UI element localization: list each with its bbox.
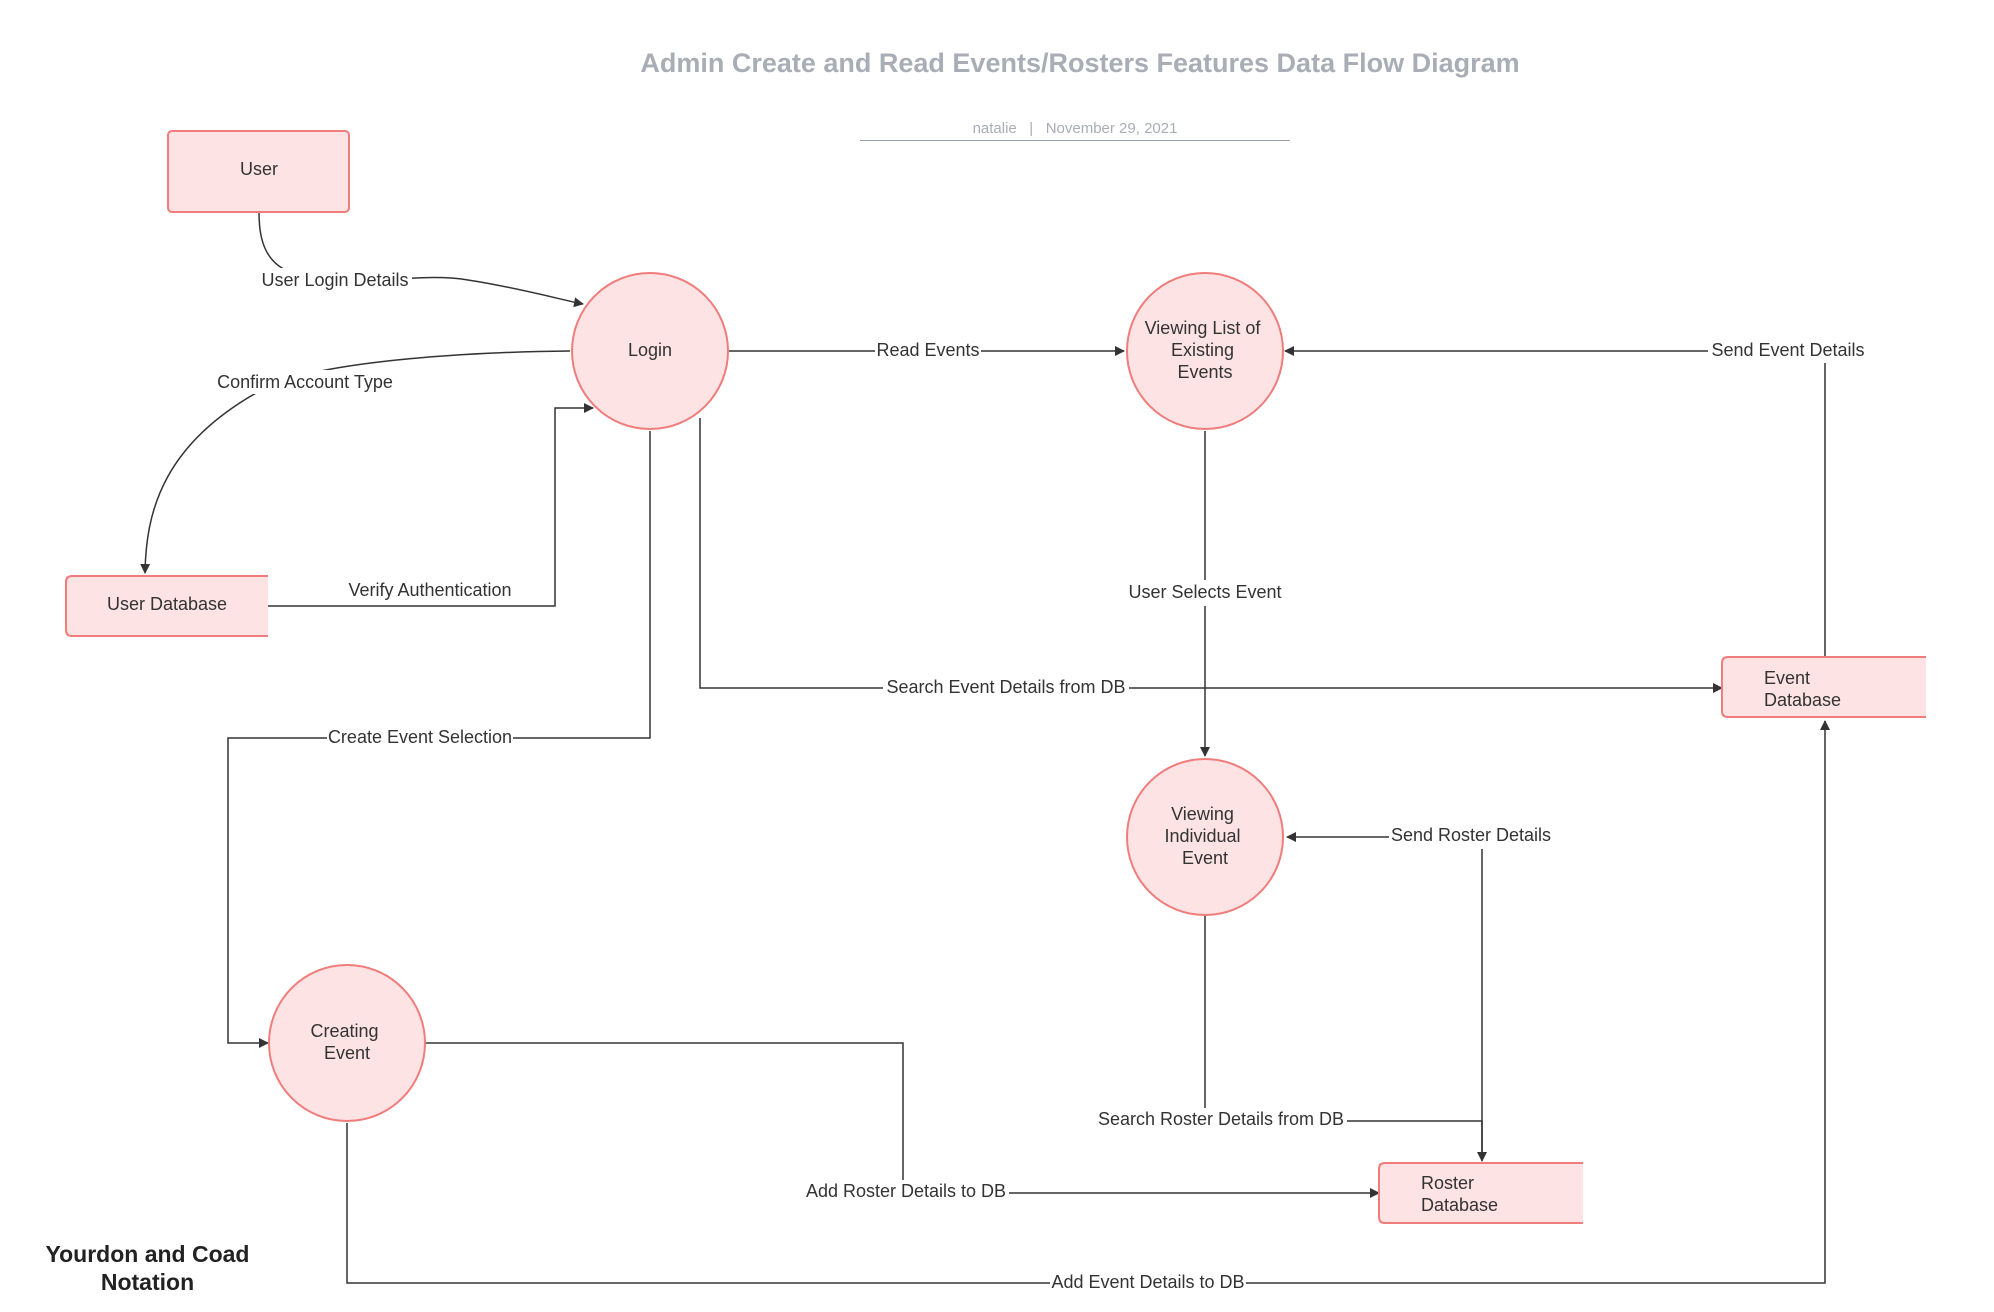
diagram-byline: natalie | November 29, 2021 (860, 120, 1290, 137)
datastore-event-database: Event Database (1721, 656, 1926, 718)
flow-label-send-event-details: Send Event Details (1711, 340, 1864, 360)
process-viewing-list-line-3: Events (1177, 362, 1232, 382)
svg-text:Viewing Individual: Viewing Individual Event (1164, 804, 1245, 868)
datastore-roster-database-line-1: Roster (1421, 1173, 1474, 1193)
notation-label: Yourdon and Coad Notation (45, 1241, 250, 1295)
flow-label-send-roster-details: Send Roster Details (1391, 825, 1551, 845)
flow-label-add-event-details: Add Event Details to DB (1051, 1272, 1244, 1292)
process-login: Login (571, 272, 729, 430)
process-creating-event-line-1: Creating (310, 1021, 378, 1041)
datastore-roster-database: Roster Database (1378, 1162, 1583, 1224)
flow-line-add-roster-details (425, 1042, 1380, 1198)
process-viewing-list: Viewing List of Existing Events (1126, 272, 1284, 430)
process-viewing-list-line-2: Existing (1171, 340, 1234, 360)
flow-label-confirm-account-type: Confirm Account Type (217, 372, 393, 392)
svg-text:Roster Database: Roster Database (1421, 1173, 1498, 1215)
flow-line-verify-authentication (268, 403, 594, 607)
byline-rule (860, 140, 1290, 141)
flow-label-create-event-selection: Create Event Selection (328, 727, 512, 747)
datastore-user-database-label: User Database (107, 594, 227, 614)
process-viewing-list-line-1: Viewing List of (1145, 318, 1262, 338)
flow-label-add-roster-details: Add Roster Details to DB (806, 1181, 1006, 1201)
process-login-label: Login (628, 340, 672, 360)
svg-text:Event Database: Event Database (1764, 668, 1841, 710)
process-viewing-individual-line-2: Individual (1164, 826, 1240, 846)
diagram-title: Admin Create and Read Events/Rosters Fea… (640, 48, 1520, 78)
flow-label-search-event-details: Search Event Details from DB (886, 677, 1125, 697)
process-creating-event: Creating Event (268, 964, 426, 1122)
flow-label-user-selects-event: User Selects Event (1128, 582, 1281, 602)
datastore-user-database: User Database (65, 575, 268, 637)
flow-line-add-event-details (346, 720, 1830, 1284)
author-name: natalie (972, 120, 1017, 137)
flow-line-search-event-details (699, 418, 1723, 693)
process-viewing-individual-line-3: Event (1182, 848, 1228, 868)
flow-line-send-event-details (1284, 346, 1826, 657)
flow-line-create-event-selection (227, 431, 651, 1048)
datastore-event-database-line-1: Event (1764, 668, 1810, 688)
process-viewing-individual-line-1: Viewing (1171, 804, 1234, 824)
flow-label-verify-authentication: Verify Authentication (348, 580, 511, 600)
flow-label-read-events: Read Events (876, 340, 979, 360)
diagram-date: November 29, 2021 (1045, 120, 1178, 137)
svg-text:Viewing List of Existing: Viewing List of Existing Events (1145, 318, 1266, 382)
svg-text:Creating Event: Creating Event (310, 1021, 383, 1063)
entity-user: User (167, 130, 350, 213)
datastore-event-database-line-2: Database (1764, 690, 1841, 710)
byline-separator: | (1020, 120, 1042, 137)
entity-user-label: User (240, 159, 278, 179)
process-viewing-individual: Viewing Individual Event (1126, 758, 1284, 916)
process-creating-event-line-2: Event (324, 1043, 370, 1063)
datastore-roster-database-line-2: Database (1421, 1195, 1498, 1215)
flow-label-user-login-details: User Login Details (261, 270, 408, 290)
flow-label-search-roster-details: Search Roster Details from DB (1098, 1109, 1344, 1129)
